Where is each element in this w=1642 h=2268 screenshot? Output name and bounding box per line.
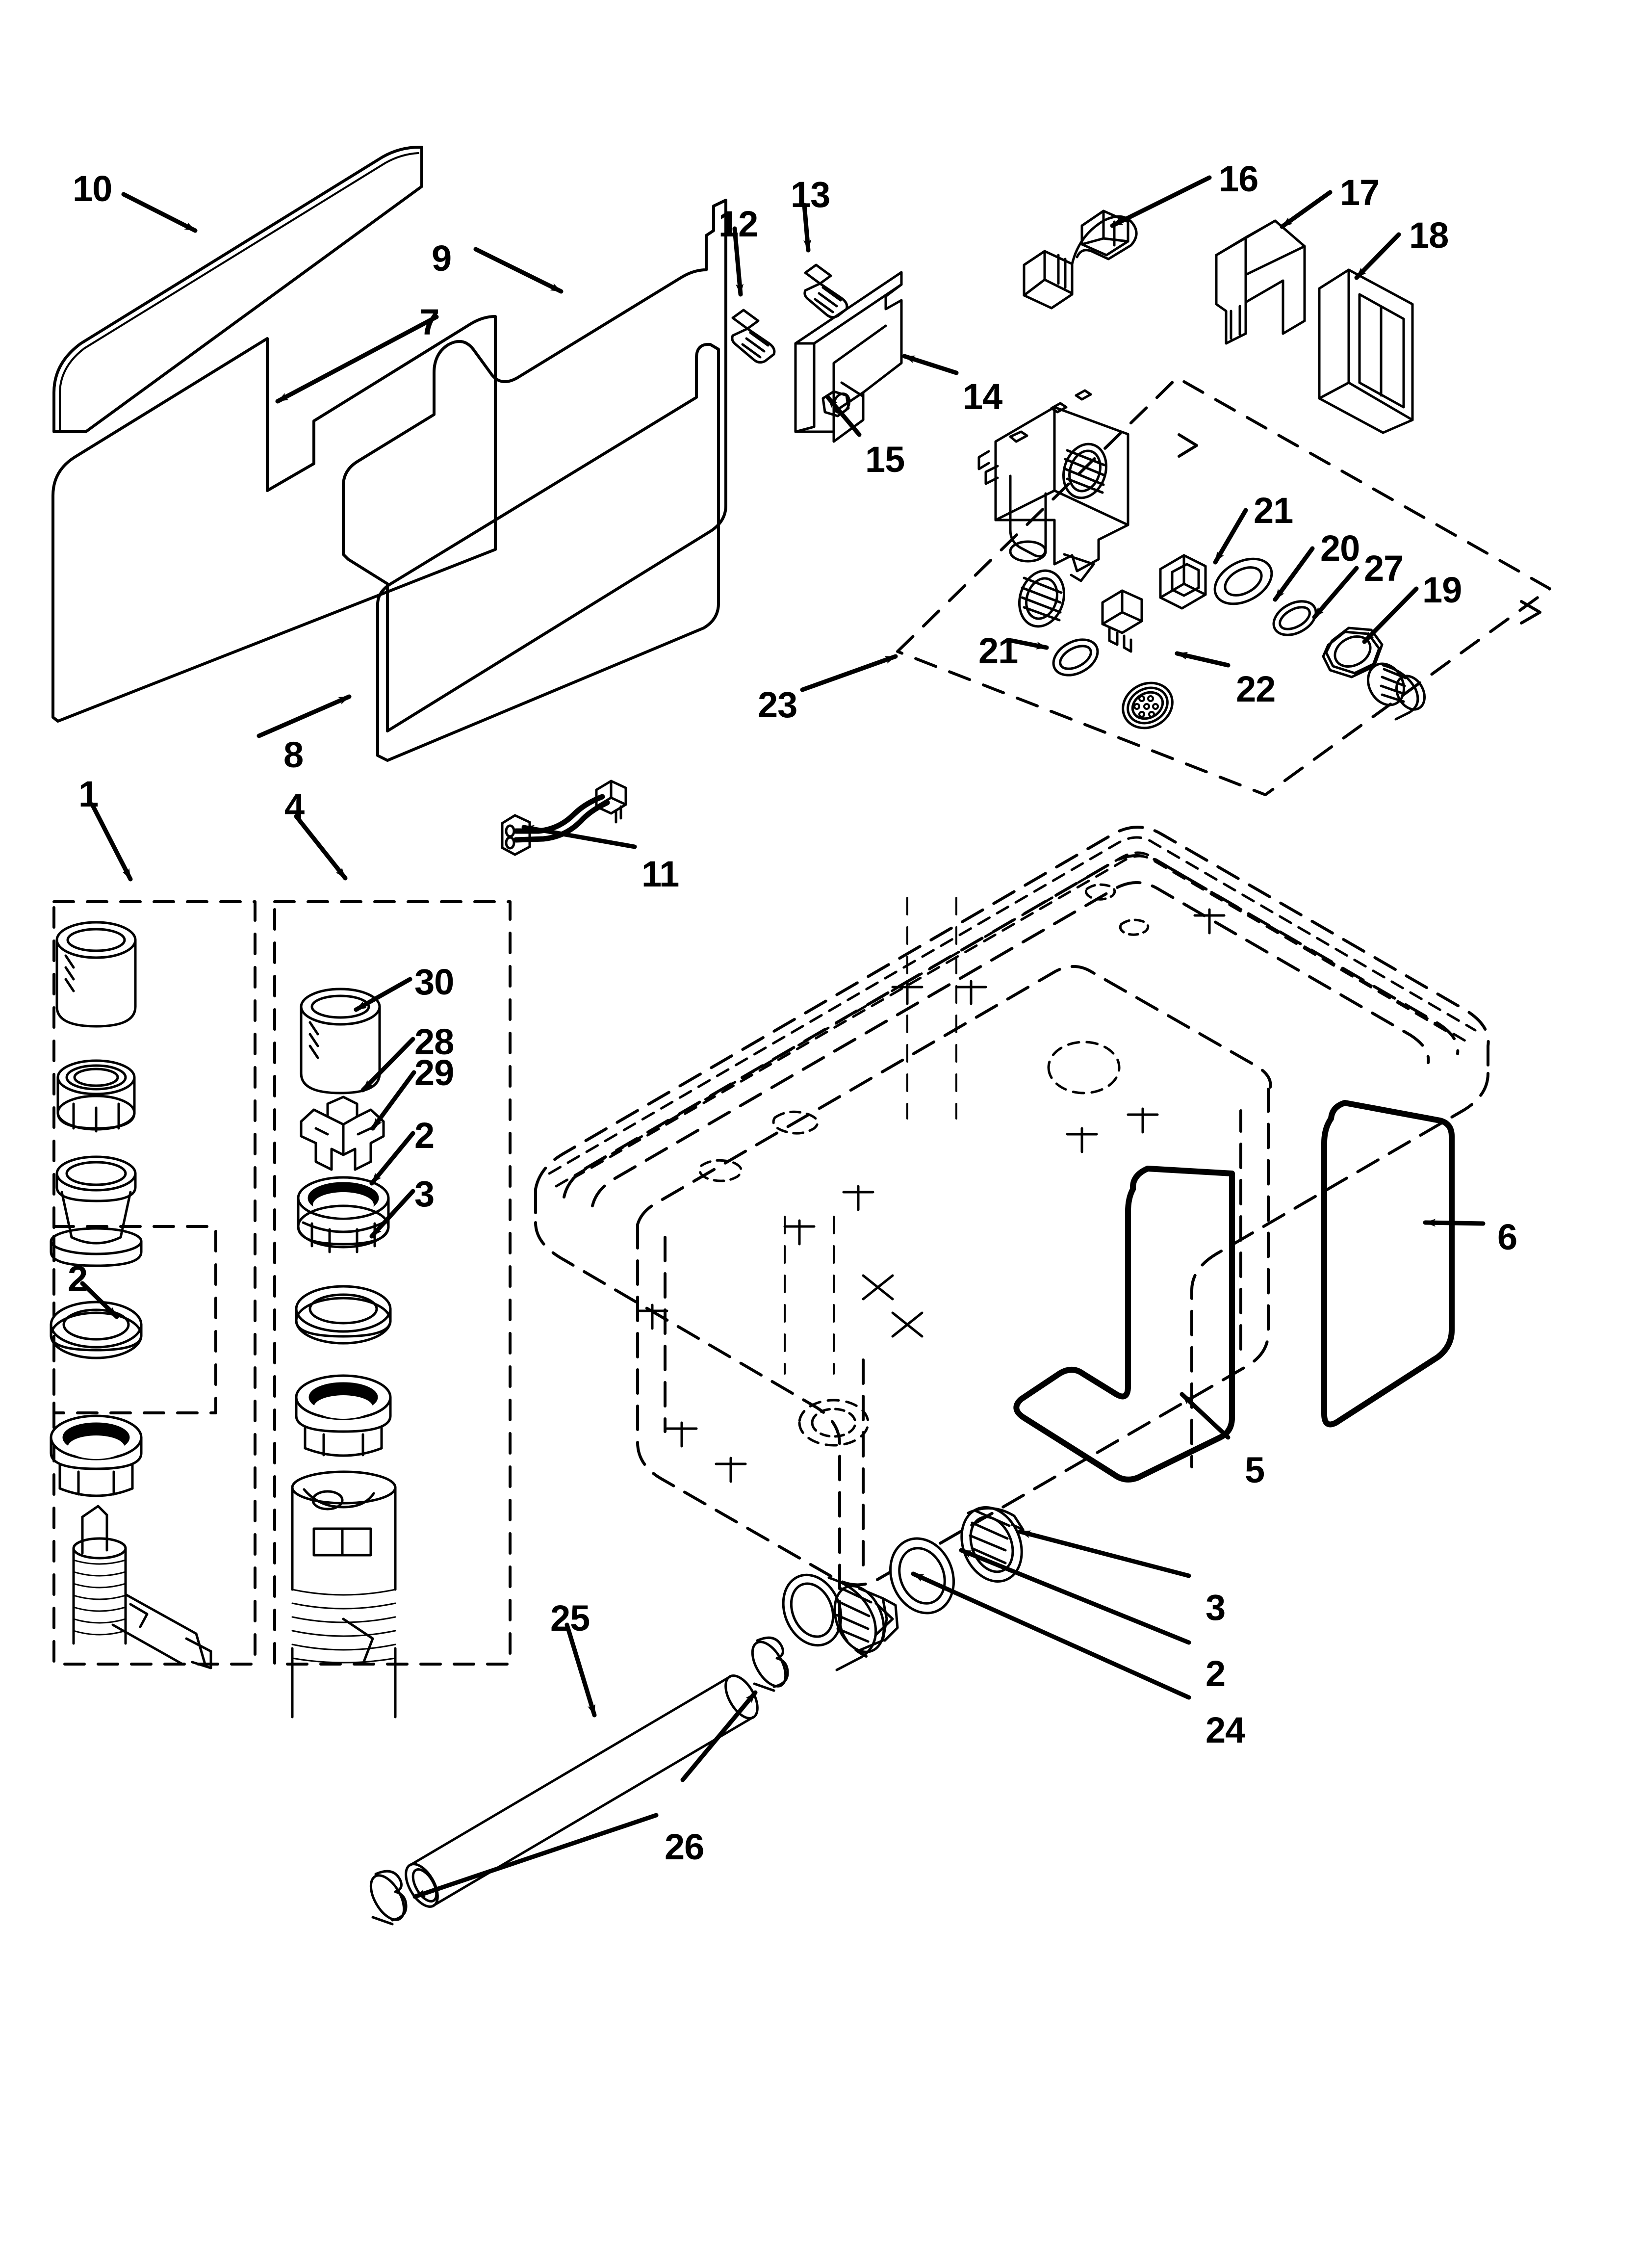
callout-label-21b: 21 bbox=[978, 630, 1018, 671]
part-retainer-clip-28 bbox=[300, 1095, 385, 1171]
part-cover-cap-17 bbox=[1215, 219, 1306, 345]
callout-label-5: 5 bbox=[1245, 1450, 1265, 1490]
group-box-water-valve bbox=[896, 376, 1551, 796]
part-nozzle-left bbox=[72, 1505, 212, 1669]
callout-label-29: 29 bbox=[414, 1052, 454, 1093]
part-washer-21b bbox=[1052, 638, 1099, 677]
callout-label-1: 1 bbox=[78, 774, 99, 814]
callout-label-26: 26 bbox=[665, 1826, 704, 1867]
part-screw-12 bbox=[731, 309, 776, 364]
callout-label-8: 8 bbox=[283, 734, 304, 775]
callout-label-30: 30 bbox=[414, 962, 454, 1002]
part-left-side-panel bbox=[51, 315, 497, 723]
group-box-gasket-sub-2 bbox=[52, 1225, 217, 1414]
part-tub-assembly bbox=[534, 826, 1490, 1658]
part-retainer-clip-16 bbox=[1023, 209, 1138, 310]
callout-label-11: 11 bbox=[641, 854, 679, 894]
callout-label-15: 15 bbox=[865, 439, 905, 480]
leader-lines bbox=[80, 175, 1486, 1899]
part-right-cabinet-panel-6 bbox=[1321, 1100, 1455, 1428]
callout-label-23: 23 bbox=[758, 684, 797, 725]
phantom-box-arrow-marks bbox=[1178, 433, 1541, 625]
part-nut-15 bbox=[821, 390, 851, 417]
tub-top-details bbox=[636, 883, 1226, 1483]
callout-label-4: 4 bbox=[284, 786, 305, 827]
part-gasket-left-2 bbox=[50, 1301, 143, 1359]
callout-label-27: 27 bbox=[1364, 548, 1404, 589]
part-rear-top-panel bbox=[52, 146, 423, 433]
part-front-cabinet-panel-5 bbox=[1013, 1166, 1235, 1483]
part-inlet-screen-22 bbox=[1122, 681, 1174, 730]
callout-label-28: 28 bbox=[414, 1021, 454, 1062]
part-gasket-2 bbox=[295, 1285, 392, 1345]
part-cap-left bbox=[55, 921, 137, 1028]
group-box-air-gap-kit-4 bbox=[273, 900, 512, 1666]
part-right-side-panel bbox=[342, 199, 727, 732]
callout-label-2: 2 bbox=[414, 1115, 435, 1156]
part-cap-30 bbox=[300, 988, 381, 1095]
part-water-inlet-valve bbox=[977, 389, 1129, 628]
part-screw-13 bbox=[803, 263, 848, 319]
callout-label-7: 7 bbox=[419, 302, 439, 342]
part-hose-clamp-26-right bbox=[751, 1636, 789, 1692]
part-terminal-block bbox=[1101, 589, 1143, 653]
callout-label-13: 13 bbox=[791, 174, 830, 215]
part-drain-hose-25 bbox=[405, 1674, 759, 1908]
callout-label-25: 25 bbox=[550, 1598, 590, 1639]
part-fitting-left bbox=[50, 1155, 143, 1267]
part-nut-left bbox=[56, 1059, 136, 1133]
callout-label-2b: 2 bbox=[68, 1258, 88, 1299]
tub-rim-hatching bbox=[548, 836, 1477, 1188]
part-nut-29 bbox=[297, 1176, 390, 1253]
callout-label-20: 20 bbox=[1320, 528, 1360, 569]
callout-label-3b: 3 bbox=[1206, 1587, 1226, 1628]
callout-label-24: 24 bbox=[1206, 1710, 1245, 1750]
part-seal-3 bbox=[295, 1374, 392, 1457]
callout-label-17: 17 bbox=[1340, 172, 1380, 213]
callout-label-21: 21 bbox=[1254, 490, 1293, 531]
callout-label-18: 18 bbox=[1409, 215, 1449, 256]
callout-label-3: 3 bbox=[414, 1173, 435, 1214]
part-connector-block bbox=[1159, 554, 1207, 610]
callout-label-12: 12 bbox=[718, 204, 758, 244]
part-nameplate-18 bbox=[1318, 268, 1414, 434]
callout-label-6: 6 bbox=[1497, 1217, 1517, 1257]
part-plug-19 bbox=[1367, 662, 1426, 721]
callout-label-10: 10 bbox=[73, 168, 112, 209]
callout-label-16: 16 bbox=[1219, 158, 1258, 199]
part-seal-left-3 bbox=[50, 1414, 143, 1497]
part-front-panel-outline bbox=[376, 342, 720, 762]
callout-label-22: 22 bbox=[1236, 669, 1276, 709]
callout-label-14: 14 bbox=[963, 376, 1002, 417]
part-air-break-fitting-24 bbox=[782, 1573, 899, 1671]
callout-label-2c: 2 bbox=[1206, 1653, 1226, 1694]
callout-label-9: 9 bbox=[432, 238, 452, 279]
part-air-gap-tube bbox=[291, 1470, 397, 1719]
callout-label-19: 19 bbox=[1422, 570, 1462, 610]
part-hose-clamp-26-left bbox=[369, 1870, 408, 1926]
part-bracket-14 bbox=[794, 271, 903, 443]
